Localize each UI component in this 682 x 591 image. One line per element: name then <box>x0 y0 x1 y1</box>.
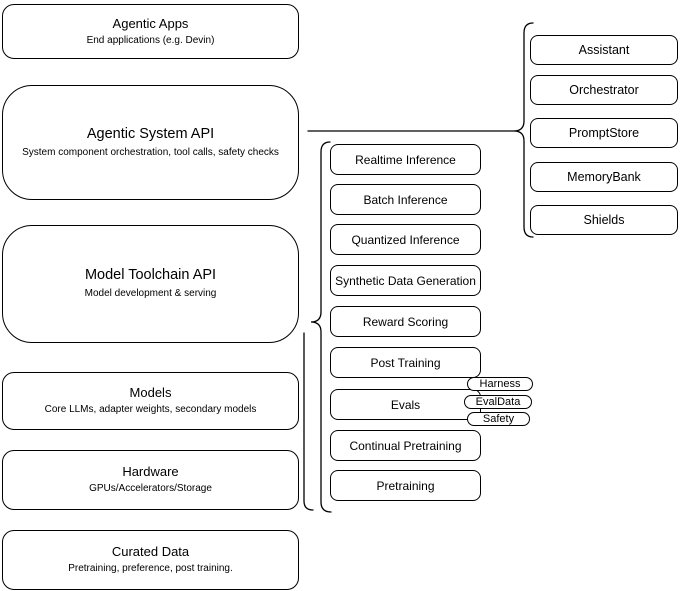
node-subtitle: GPUs/Accelerators/Storage <box>89 483 212 495</box>
node-subtitle: System component orchestration, tool cal… <box>22 146 279 158</box>
node-promptstore: PromptStore <box>530 118 678 148</box>
node-subtitle: End applications (e.g. Devin) <box>86 34 215 46</box>
node-label: Shields <box>583 213 625 227</box>
node-shields: Shields <box>530 205 678 235</box>
node-title: Agentic Apps <box>112 15 189 31</box>
node-title: Models <box>129 385 172 401</box>
tag-evaldata: EvalData <box>464 395 532 409</box>
node-evals: Evals <box>330 389 481 420</box>
node-curated-data: Curated Data Pretraining, preference, po… <box>2 530 299 590</box>
node-assistant: Assistant <box>530 35 678 65</box>
node-subtitle: Core LLMs, adapter weights, secondary mo… <box>44 404 257 416</box>
node-label: Continual Pretraining <box>349 438 462 453</box>
node-models: Models Core LLMs, adapter weights, secon… <box>2 372 299 430</box>
node-label: Reward Scoring <box>362 314 449 329</box>
middle-group-brace <box>310 141 332 513</box>
node-label: Orchestrator <box>569 83 639 97</box>
node-synthetic-data-generation: Synthetic Data Generation <box>330 265 481 296</box>
node-label: Batch Inference <box>363 192 448 207</box>
node-realtime-inference: Realtime Inference <box>330 144 481 175</box>
node-subtitle: Model development & serving <box>84 288 217 300</box>
node-title: Curated Data <box>111 544 190 560</box>
node-title: Model Toolchain API <box>84 267 217 284</box>
node-label: Post Training <box>370 355 441 370</box>
node-agentic-system-api: Agentic System API System component orch… <box>2 85 299 200</box>
node-continual-pretraining: Continual Pretraining <box>330 430 481 461</box>
node-subtitle: Pretraining, preference, post training. <box>68 563 233 575</box>
node-label: Pretraining <box>376 478 435 493</box>
tag-label: Harness <box>479 378 521 390</box>
node-pretraining: Pretraining <box>330 470 481 501</box>
node-quantized-inference: Quantized Inference <box>330 224 481 255</box>
node-title: Hardware <box>122 464 179 480</box>
node-label: Quantized Inference <box>351 232 460 247</box>
node-label: Synthetic Data Generation <box>335 273 476 288</box>
node-label: MemoryBank <box>567 170 641 184</box>
tag-label: EvalData <box>475 396 521 408</box>
node-reward-scoring: Reward Scoring <box>330 306 481 337</box>
node-post-training: Post Training <box>330 347 481 378</box>
node-label: Evals <box>390 397 421 412</box>
tag-safety: Safety <box>467 412 530 426</box>
tag-harness: Harness <box>467 377 533 391</box>
node-agentic-apps: Agentic Apps End applications (e.g. Devi… <box>2 4 299 59</box>
node-model-toolchain-api: Model Toolchain API Model development & … <box>2 225 299 343</box>
node-batch-inference: Batch Inference <box>330 184 481 215</box>
node-title: Agentic System API <box>86 125 215 142</box>
toolchain-side-connector <box>303 332 314 511</box>
tag-label: Safety <box>482 413 515 425</box>
node-hardware: Hardware GPUs/Accelerators/Storage <box>2 450 299 510</box>
node-label: Realtime Inference <box>355 152 456 167</box>
node-label: PromptStore <box>568 126 640 140</box>
node-memorybank: MemoryBank <box>530 162 678 192</box>
node-orchestrator: Orchestrator <box>530 75 678 105</box>
node-label: Assistant <box>578 43 630 57</box>
